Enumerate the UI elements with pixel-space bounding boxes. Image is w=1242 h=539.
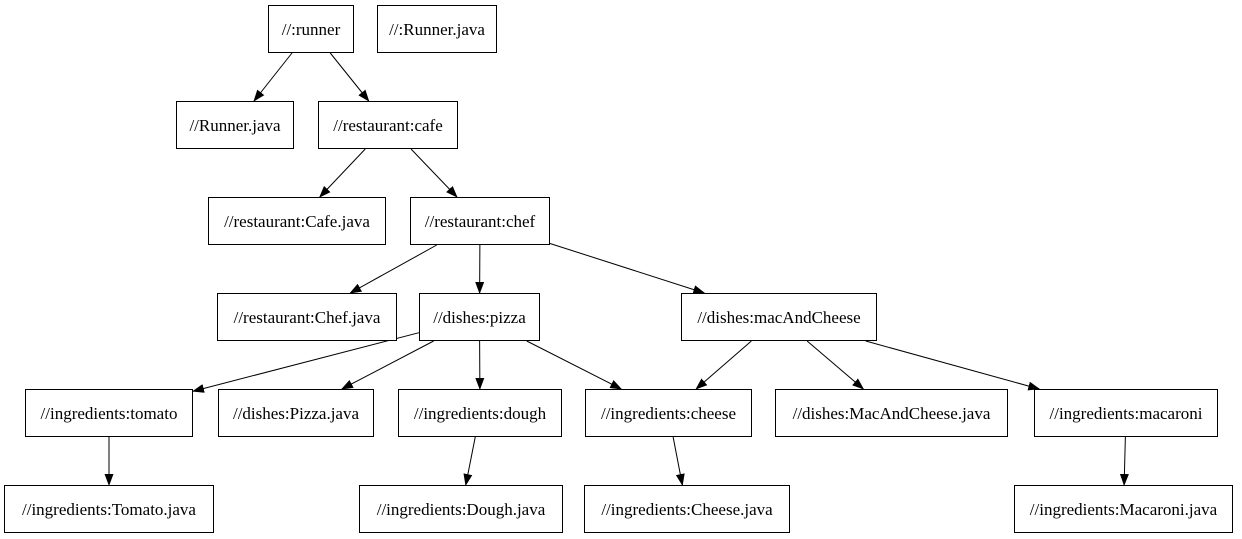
graph-node-label: //ingredients:tomato: [40, 403, 178, 423]
graph-node-label: //dishes:Pizza.java: [232, 403, 360, 423]
graph-edge-macandcheese-to-macaroni: [865, 340, 1041, 391]
graph-node-label: //ingredients:Dough.java: [376, 499, 546, 519]
graph-node-runner: //:runner: [268, 5, 354, 53]
graph-node-pizza-java: //dishes:Pizza.java: [218, 389, 374, 437]
graph-node-label: //restaurant:Chef.java: [233, 307, 381, 327]
graph-node-root-runner-java: //Runner.java: [176, 101, 294, 149]
graph-edge-pizza-to-cheese: [526, 340, 623, 390]
graph-node-macaroni-java: //ingredients:Macaroni.java: [1014, 485, 1233, 533]
graph-node-macandcheese-java: //dishes:MacAndCheese.java: [775, 389, 1008, 437]
graph-node-chef-java: //restaurant:Chef.java: [217, 293, 397, 341]
graph-edge-macaroni-to-macaroni-java: [1119, 436, 1129, 486]
graph-node-tomato-java: //ingredients:Tomato.java: [4, 485, 214, 533]
graph-edge-chef-to-macandcheese: [549, 242, 706, 294]
graph-node-dough-java: //ingredients:Dough.java: [359, 485, 563, 533]
graph-node-chef: //restaurant:chef: [410, 197, 550, 245]
graph-node-label: //:Runner.java: [389, 19, 485, 39]
graph-node-label: //ingredients:Cheese.java: [601, 499, 773, 519]
graph-node-label: //restaurant:cafe: [333, 115, 443, 135]
graph-edge-chef-to-chef-java: [349, 244, 437, 294]
graph-node-cafe: //restaurant:cafe: [318, 101, 458, 149]
graph-node-cafe-java: //restaurant:Cafe.java: [208, 197, 386, 245]
graph-node-label: //ingredients:cheese: [600, 403, 736, 423]
graph-node-label: //ingredients:Macaroni.java: [1029, 499, 1218, 519]
graph-node-cheese-java: //ingredients:Cheese.java: [584, 485, 790, 533]
graph-edge-cheese-to-cheese-java: [672, 436, 685, 486]
graph-node-dough: //ingredients:dough: [398, 389, 562, 437]
graph-node-macandcheese: //dishes:macAndCheese: [681, 293, 877, 341]
graph-node-label: //dishes:macAndCheese: [697, 307, 861, 327]
graph-node-label: //ingredients:macaroni: [1049, 403, 1203, 423]
graph-node-label: //Runner.java: [189, 115, 281, 135]
graph-edge-cafe-to-chef: [410, 148, 458, 198]
graph-node-pizza: //dishes:pizza: [419, 293, 540, 341]
graph-node-label: //ingredients:dough: [413, 403, 547, 423]
graph-node-label: //dishes:pizza: [433, 307, 526, 327]
graph-node-label: //restaurant:Cafe.java: [224, 211, 370, 231]
graph-node-macaroni: //ingredients:macaroni: [1034, 389, 1218, 437]
graph-edge-macandcheese-to-cheese: [695, 340, 752, 390]
graph-node-cheese: //ingredients:cheese: [585, 389, 752, 437]
graph-edge-runner-to-cafe: [329, 52, 370, 102]
graph-edge-dough-to-dough-java: [463, 436, 476, 486]
graph-node-label: //:runner: [281, 19, 341, 39]
graph-edge-macandcheese-to-macandcheese-java: [806, 340, 865, 390]
graph-edge-pizza-to-tomato: [192, 332, 420, 393]
graph-node-runner-java-file: //:Runner.java: [377, 5, 497, 53]
graph-edge-runner-to-root-runner-java: [253, 52, 293, 102]
graph-node-label: //restaurant:chef: [424, 211, 536, 231]
graph-node-label: //ingredients:Tomato.java: [22, 499, 196, 519]
graph-node-tomato: //ingredients:tomato: [25, 389, 193, 437]
graph-node-label: //dishes:MacAndCheese.java: [792, 403, 991, 423]
graph-edge-cafe-to-cafe-java: [319, 148, 366, 198]
graph-edge-pizza-to-pizza-java: [340, 340, 434, 390]
